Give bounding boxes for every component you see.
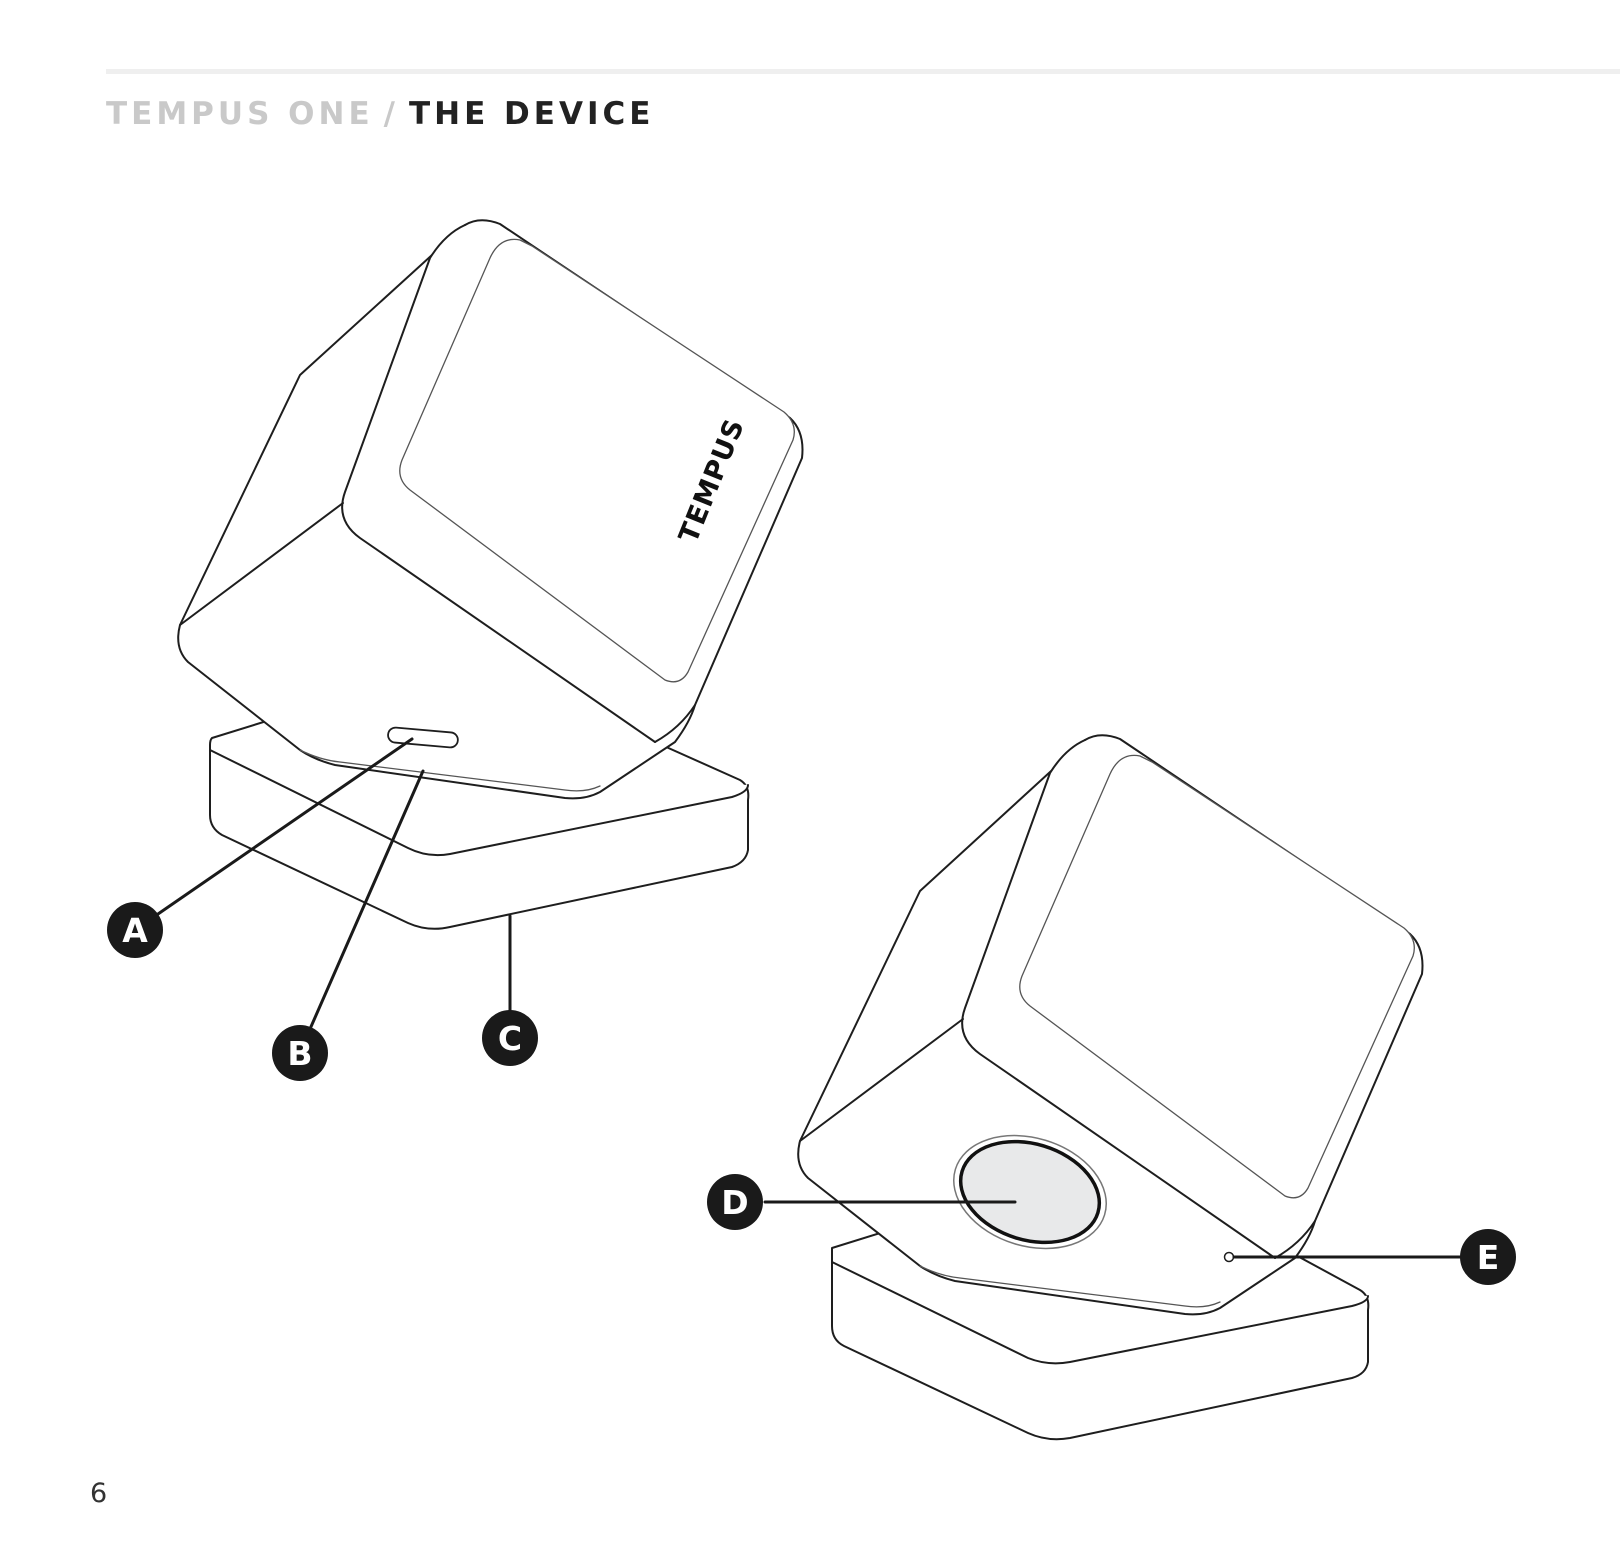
callout-d-label: D (721, 1183, 748, 1222)
callout-e: E (1460, 1229, 1516, 1285)
cube-left: TEMPUS (177, 219, 804, 800)
device-right (797, 734, 1424, 1441)
indicator-hole (1223, 1251, 1235, 1263)
callout-b-label: B (287, 1034, 312, 1073)
header-separator: / (383, 96, 399, 132)
callout-e-label: E (1477, 1238, 1500, 1277)
header-section: THE DEVICE (408, 96, 655, 132)
sensor-pad (953, 1134, 1107, 1250)
header-product: TEMPUS ONE (106, 96, 374, 132)
page-number: 6 (90, 1478, 108, 1509)
device-left: TEMPUS (177, 219, 804, 930)
page-header: TEMPUS ONE/THE DEVICE (106, 94, 654, 134)
callout-c: C (482, 1010, 538, 1066)
callout-d: D (707, 1174, 763, 1230)
top-rule (106, 69, 1620, 74)
callout-a: A (107, 902, 163, 958)
callout-leaders (156, 737, 1463, 1259)
callout-c-label: C (498, 1019, 522, 1058)
cube-right (797, 734, 1424, 1316)
callout-b: B (272, 1025, 328, 1081)
callout-a-label: A (122, 911, 148, 950)
